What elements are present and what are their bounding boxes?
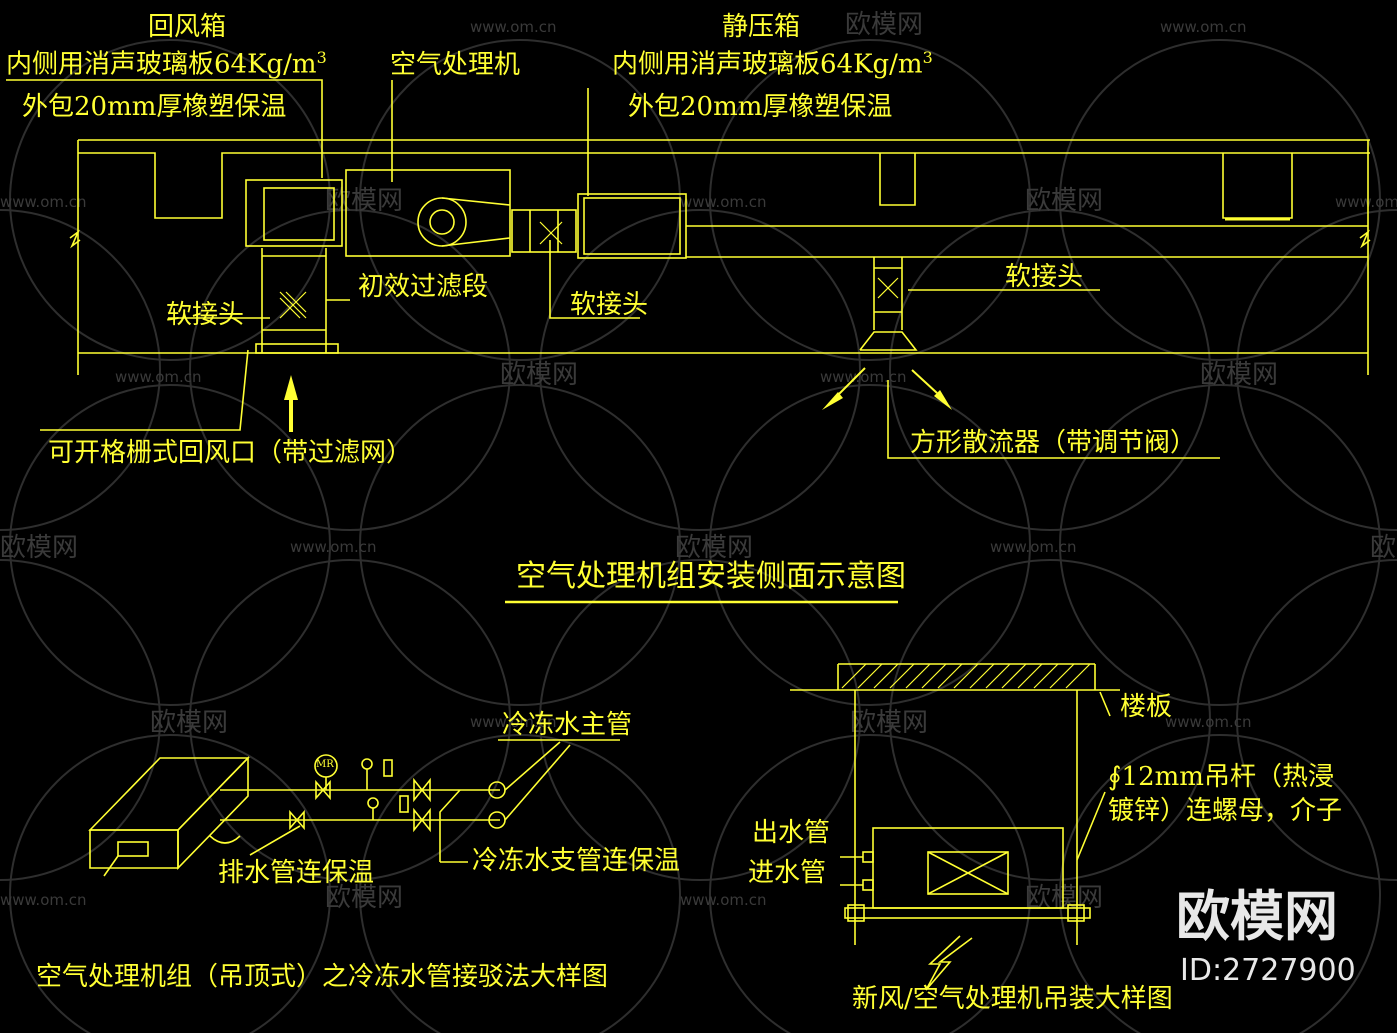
watermark-brand: 欧模网 xyxy=(1025,186,1104,216)
watermark-site: www.om.cn xyxy=(0,891,87,909)
watermark-site: www.om.cn xyxy=(680,891,767,909)
watermark-brand: 欧模网 xyxy=(325,186,404,216)
ahu-label: 空气处理机 xyxy=(390,50,521,80)
watermark-site: www.om.cn xyxy=(115,368,202,386)
watermark-site: www.om.cn xyxy=(470,713,557,731)
watermark-brand: 欧模网 xyxy=(845,10,924,40)
watermark-brand: 欧模网 xyxy=(850,708,929,738)
watermark-site: www.om.cn xyxy=(680,193,767,211)
floor-slab-label: 楼板 xyxy=(1120,692,1173,722)
main-title: 空气处理机组安装侧面示意图 xyxy=(516,559,906,594)
return-box-title: 回风箱 xyxy=(148,12,227,42)
plenum-insulation: 外包20mm厚橡塑保温 xyxy=(628,92,893,122)
bottom-left-title: 空气处理机组（吊顶式）之冷冻水管接驳法大样图 xyxy=(36,962,609,992)
hanger-rod-label-1: ∮12mm吊杆（热浸 xyxy=(1108,762,1334,792)
watermark-brand: 欧模网 xyxy=(150,708,229,738)
return-box-insulation: 外包20mm厚橡塑保温 xyxy=(22,92,287,122)
watermark-brand: 欧模网 xyxy=(500,360,579,390)
watermark-site: www.om.cn xyxy=(0,193,87,211)
drain-label: 排水管连保温 xyxy=(218,858,375,888)
watermark-brand: 欧模网 xyxy=(0,533,79,563)
watermark-site: www.om.cn xyxy=(470,18,557,36)
square-diffuser-label: 方形散流器（带调节阀） xyxy=(910,428,1197,458)
hanger-rod-label-2: 镀锌）连螺母，介子 xyxy=(1108,796,1343,826)
flex-joint-mid-label: 软接头 xyxy=(570,290,649,320)
watermark-site: www.om.cn xyxy=(1160,18,1247,36)
pre-filter-label: 初效过滤段 xyxy=(358,272,489,302)
return-box-lining: 内侧用消声玻璃板64Kg/m3 xyxy=(6,48,327,80)
watermark-site: www.om.cn xyxy=(290,538,377,556)
inlet-pipe-label: 进水管 xyxy=(748,858,827,888)
brand-logo: 欧模网 xyxy=(1176,885,1338,948)
brand-id: ID:2727900 xyxy=(1180,953,1356,988)
watermark-brand: 欧模网 xyxy=(1025,883,1104,913)
mr-symbol: MR xyxy=(316,759,334,770)
watermark-site: www.om.cn xyxy=(1165,713,1252,731)
watermark-site: www.om.cn xyxy=(820,368,907,386)
plenum-title: 静压箱 xyxy=(722,12,801,42)
chw-main-label: 冷冻水主管 xyxy=(502,710,633,740)
chw-branch-label: 冷冻水支管连保温 xyxy=(472,846,681,876)
watermark-brand: 欧模网 xyxy=(1200,360,1279,390)
flex-joint-right-label: 软接头 xyxy=(1005,262,1084,292)
plenum-lining: 内侧用消声玻璃板64Kg/m3 xyxy=(612,48,933,80)
watermark-site: www.om.cn xyxy=(990,538,1077,556)
outlet-pipe-label: 出水管 xyxy=(752,818,831,848)
bottom-right-title: 新风/空气处理机吊装大样图 xyxy=(852,984,1173,1014)
watermark-brand: 欧模网 xyxy=(1370,533,1397,563)
watermark-site: www.om.cn xyxy=(1335,193,1397,211)
flex-joint-left-label: 软接头 xyxy=(166,300,245,330)
watermark-brand: 欧模网 xyxy=(675,533,754,563)
return-grille-label: 可开格栅式回风口（带过滤网） xyxy=(48,438,413,468)
watermark-brand: 欧模网 xyxy=(325,883,404,913)
